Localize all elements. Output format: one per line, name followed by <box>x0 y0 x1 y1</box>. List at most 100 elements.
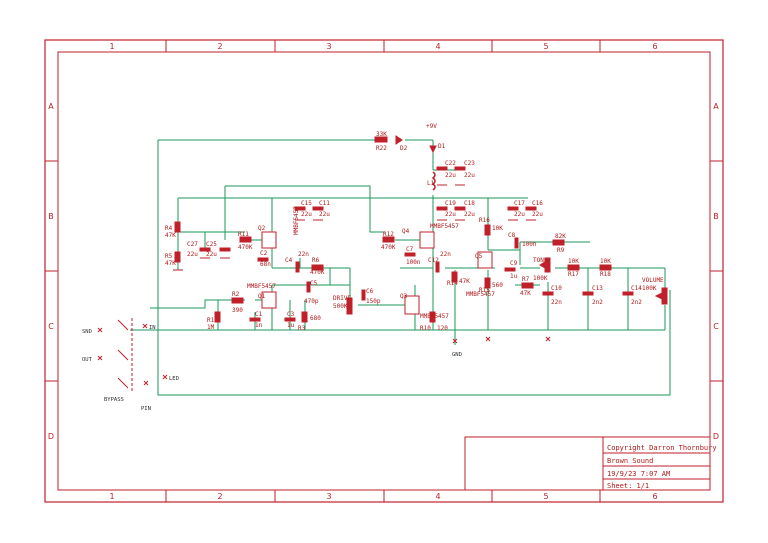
jfet-q1 <box>261 291 277 309</box>
diode-d2 <box>395 135 403 145</box>
label-r18: R18 <box>600 271 611 278</box>
label-c7-value: 100n <box>406 259 421 266</box>
resistor-r3 <box>301 311 308 323</box>
label-c1: C1 <box>255 311 263 318</box>
label-c5-value: 470p <box>304 298 319 305</box>
resistor-r10 <box>429 311 436 323</box>
label-r12-value: 470K <box>381 244 396 251</box>
label-r7-value: 47K <box>520 290 531 297</box>
label-c8-value: 100n <box>522 241 537 248</box>
resistor-r16 <box>484 224 491 236</box>
resistor-r14 <box>451 271 458 283</box>
label-c17: C17 <box>514 200 525 207</box>
cap-c7 <box>404 252 416 257</box>
cap-c4 <box>295 261 300 273</box>
diode-d1 <box>429 145 437 154</box>
row-label-d: D <box>48 432 54 441</box>
label-q4: Q4 <box>402 228 410 235</box>
label-c9-value: 1u <box>510 273 518 280</box>
label-c4: C4 <box>285 257 293 264</box>
label-r4-value: 47K <box>165 232 176 239</box>
label-r16-value: 10K <box>492 225 503 232</box>
label-c11-value: 22u <box>319 211 330 218</box>
label-c16-value: 22u <box>532 211 543 218</box>
label-r22-name: R22 <box>376 145 387 152</box>
net-gnd: GND <box>452 352 462 358</box>
label-r17-value: 10K <box>568 258 579 265</box>
inductor-l1 <box>431 171 436 191</box>
label-c8: C8 <box>508 232 516 239</box>
cap-c1 <box>249 317 261 322</box>
label-c6: C6 <box>366 288 374 295</box>
col-label-2: 2 <box>217 42 222 51</box>
cap-c12 <box>435 261 440 273</box>
label-r5-value: 47K <box>165 260 176 267</box>
pot-volume-wiper <box>654 292 663 300</box>
resistor-r15 <box>484 277 491 289</box>
label-q3-model: MMBF5457 <box>420 313 449 320</box>
label-tone-value: 100K <box>533 275 548 282</box>
jfet-q3 <box>404 295 420 315</box>
label-r18-value: 10K <box>600 258 611 265</box>
label-c2: C2 <box>260 250 268 257</box>
label-r11-value: 470K <box>238 244 253 251</box>
cap-c10 <box>542 291 554 296</box>
jfet-q5 <box>477 251 493 269</box>
label-drive-value: 500K <box>333 303 348 310</box>
sheet-text: Sheet: 1/1 <box>607 482 649 490</box>
label-r1: R1 <box>207 317 215 324</box>
label-r4: R4 <box>165 225 173 232</box>
row-label-b-right: B <box>713 212 719 221</box>
cap-c14 <box>622 291 634 296</box>
label-c11: C11 <box>319 200 330 207</box>
label-r15-value: 560 <box>492 282 503 289</box>
label-r9-value: 82K <box>555 233 566 240</box>
cap-c27 <box>199 247 211 252</box>
cap-c19 <box>436 206 448 211</box>
net-pin: PIN <box>141 406 151 412</box>
resistor-r6 <box>311 264 324 271</box>
cap-c23 <box>454 166 466 171</box>
col-label-4: 4 <box>435 42 440 51</box>
pot-tone-wiper <box>539 261 546 269</box>
cap-c22 <box>436 166 448 171</box>
cap-c2 <box>257 257 269 262</box>
net-in: IN <box>149 325 156 331</box>
label-tone: TONE <box>533 257 548 264</box>
label-c25-value: 22u <box>206 251 217 258</box>
col-label-6-bottom: 6 <box>652 492 657 501</box>
label-c6-value: 150p <box>366 298 381 305</box>
label-volume: VOLUME <box>642 277 664 284</box>
label-c12: C12 <box>428 257 439 264</box>
wires <box>130 139 671 396</box>
pot-volume <box>661 287 668 305</box>
col-label-4-bottom: 4 <box>435 492 440 501</box>
label-c14: C14 <box>631 285 642 292</box>
label-c27: C27 <box>187 241 198 248</box>
cap-c3 <box>284 317 296 322</box>
row-label-a-right: A <box>713 102 719 111</box>
title-text: Brown Sound <box>607 457 653 465</box>
resistor-r12 <box>382 236 395 243</box>
label-drive: DRIVE <box>333 295 351 302</box>
label-r15: R15 <box>479 287 490 294</box>
title-block: Copyright Darron Thornbury Brown Sound 1… <box>464 436 717 491</box>
label-9v: +9V <box>426 123 437 130</box>
label-c9: C9 <box>510 260 518 267</box>
label-c7: C7 <box>406 246 414 253</box>
label-r9: R9 <box>557 247 565 254</box>
row-label-d-right: D <box>713 432 719 441</box>
label-volume-value: 100K <box>642 285 657 292</box>
label-r3: R3 <box>298 325 306 332</box>
label-r12: R12 <box>383 231 394 238</box>
labels: 33K R22 D2 D1 +9V L1 C22 22u C23 22u C15… <box>82 123 664 412</box>
label-c10: C10 <box>551 285 562 292</box>
label-q1: Q1 <box>258 293 266 300</box>
label-r16: R16 <box>479 217 490 224</box>
cap-c18 <box>454 206 466 211</box>
label-c14-value: 2n2 <box>631 299 642 306</box>
label-c23: C23 <box>464 160 475 167</box>
label-c5: C5 <box>310 280 318 287</box>
net-snd: SND <box>82 329 92 335</box>
resistor-r18 <box>599 264 612 271</box>
